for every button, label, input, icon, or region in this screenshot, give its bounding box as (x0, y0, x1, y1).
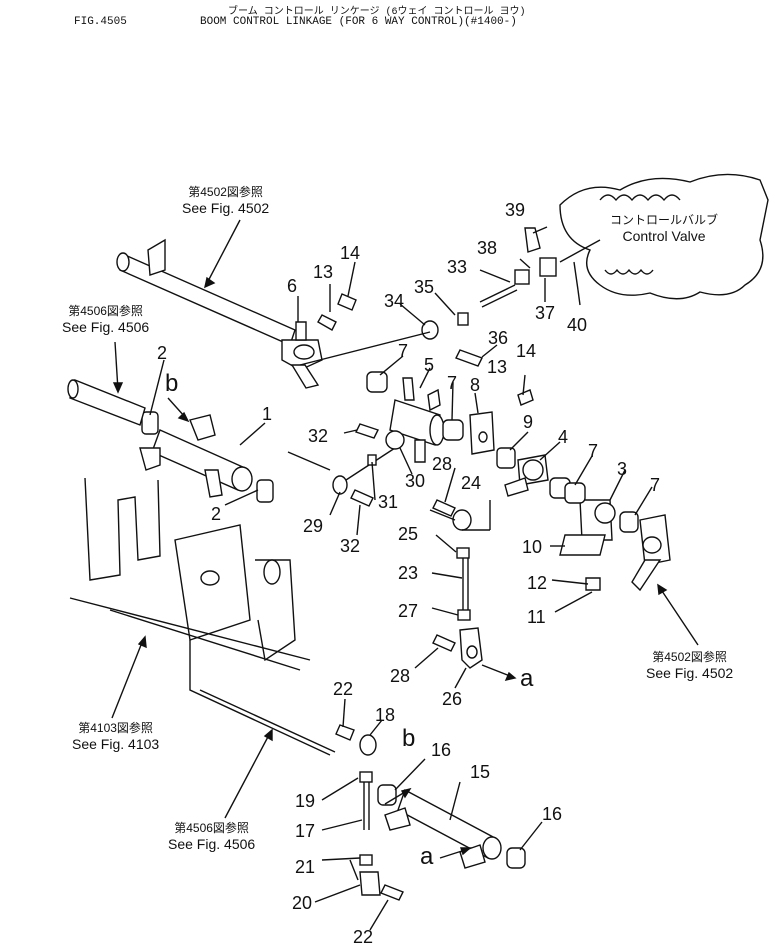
part-label: 13 (313, 262, 334, 282)
part-3-bracket (559, 499, 616, 556)
control-valve-outline (559, 173, 769, 300)
part-label: 4 (558, 427, 569, 447)
part-label: 20 (292, 893, 313, 913)
control-valve-label: コントロールバルブ Control Valve (610, 212, 718, 244)
part-label: 21 (295, 857, 316, 877)
control-valve-label-en: Control Valve (622, 228, 706, 244)
adjusting-rod-23 (452, 509, 483, 669)
reference-fig-4506-left: 第4506図参照 See Fig. 4506 (62, 303, 149, 335)
reference-jp: 第4506図参照 (68, 304, 143, 318)
part-15-shaft (377, 784, 526, 869)
part-label: 7 (398, 341, 409, 361)
lower-rod-17 (335, 724, 404, 901)
bush-7b (442, 419, 464, 441)
part-label: 22 (333, 679, 354, 699)
part-label: 7 (447, 373, 458, 393)
part-label: 6 (287, 276, 298, 296)
part-label: 28 (390, 666, 411, 686)
part-label: 38 (477, 238, 498, 258)
reference-en: See Fig. 4502 (646, 665, 734, 681)
connection-mark-a: a (420, 843, 434, 870)
part-label: 29 (303, 516, 324, 536)
reference-jp: 第4103図参照 (78, 721, 153, 735)
part-label: 5 (424, 355, 435, 375)
part-label: 22 (353, 927, 374, 947)
reference-jp: 第4502図参照 (188, 185, 263, 199)
part-label: 17 (295, 821, 316, 841)
part-label: 15 (470, 762, 491, 782)
part-label: 16 (542, 804, 563, 824)
part-label: 36 (488, 328, 509, 348)
part-label: 40 (567, 315, 588, 335)
figure-title: BOOM CONTROL LINKAGE (FOR 6 WAY CONTROL)… (200, 16, 517, 28)
part-label: 30 (405, 471, 426, 491)
rod-end-29 (332, 475, 348, 495)
part-label: 9 (523, 412, 534, 432)
part-5-lever (389, 377, 445, 463)
part-label: 25 (398, 524, 419, 544)
part-label: 8 (470, 375, 481, 395)
part-label: 39 (505, 200, 526, 220)
part-label: 2 (211, 504, 222, 524)
part-label: 1 (262, 404, 273, 424)
part-label: 35 (414, 277, 435, 297)
right-lever (631, 514, 671, 592)
part-label: 2 (157, 343, 168, 363)
part-label: 24 (461, 473, 482, 493)
part-label: 34 (384, 291, 405, 311)
reference-fig-4103: 第4103図参照 See Fig. 4103 (72, 720, 159, 752)
part-label: 11 (527, 607, 546, 627)
reference-jp: 第4506図参照 (174, 821, 249, 835)
reference-jp: 第4502図参照 (652, 650, 727, 664)
reference-en: See Fig. 4506 (168, 836, 256, 852)
part-label: 10 (522, 537, 543, 557)
part-9-bush (496, 447, 516, 469)
reference-fig-4506-bottom: 第4506図参照 See Fig. 4506 (168, 820, 255, 852)
part-label: 16 (431, 740, 452, 760)
control-valve-label-jp: コントロールバルブ (610, 213, 719, 227)
reference-en: See Fig. 4502 (182, 200, 270, 216)
bush-7d (564, 482, 586, 504)
reference-en: See Fig. 4103 (72, 736, 160, 752)
part-label: 7 (588, 441, 599, 461)
reference-fig-4502-right: 第4502図参照 See Fig. 4502 (646, 649, 733, 681)
part-label: 27 (398, 601, 419, 621)
part-4-lever (504, 454, 549, 497)
bush-7e (619, 511, 639, 533)
part-label: 19 (295, 791, 316, 811)
frame-assembly (69, 477, 336, 756)
part-label: 26 (442, 689, 463, 709)
bush-7a (366, 371, 388, 393)
part-label: 31 (378, 492, 399, 512)
reference-en: See Fig. 4506 (62, 319, 150, 335)
part-label: 23 (398, 563, 419, 583)
part-label: 12 (527, 573, 548, 593)
left-rod (67, 379, 146, 426)
part-1-shaft (139, 411, 274, 503)
part-label: 33 (447, 257, 468, 277)
reference-fig-4502-top: 第4502図参照 See Fig. 4502 (182, 184, 269, 216)
part-label: 13 (487, 357, 508, 377)
part-label: 32 (340, 536, 361, 556)
part-label: 7 (650, 475, 661, 495)
connection-mark-b: b (165, 370, 179, 397)
figure-title-japanese: ブーム コントロール リンケージ (6ウェイ コントロール ヨウ) (228, 7, 526, 18)
part-label: 28 (432, 454, 453, 474)
part-label: 3 (617, 459, 628, 479)
part-label: 32 (308, 426, 329, 446)
part-label: 37 (535, 303, 556, 323)
part-label: 14 (516, 341, 537, 361)
part-label: 14 (340, 243, 361, 263)
figure-number: FIG.4505 (74, 16, 127, 28)
connection-mark-a: a (520, 665, 534, 692)
connection-mark-b: b (402, 725, 416, 752)
part-label: 18 (375, 705, 396, 725)
rod-end-34 (421, 320, 439, 340)
